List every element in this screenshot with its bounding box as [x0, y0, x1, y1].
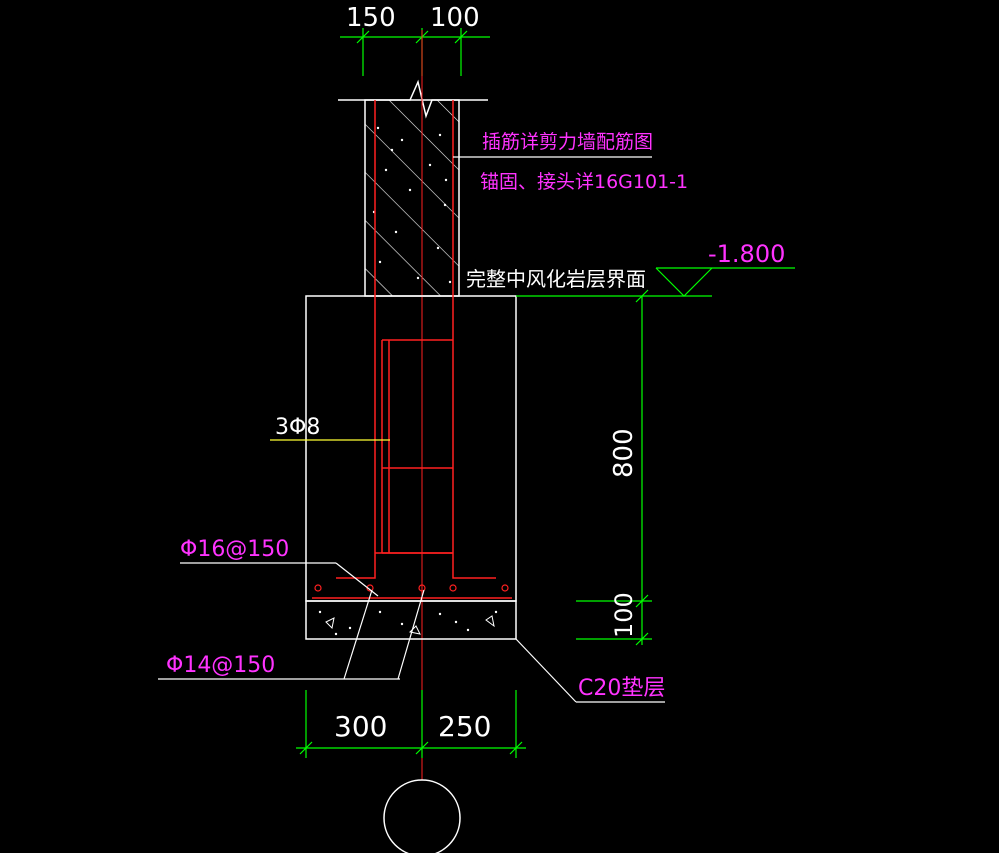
anchor-note: 锚固、接头详16G101-1	[480, 171, 688, 193]
top-bar-label: Φ16@150	[180, 537, 289, 562]
cushion-layer	[305, 600, 517, 640]
elevation-mark	[516, 267, 795, 297]
dimension-wall-right: 100	[430, 3, 480, 33]
dowel-note: 插筋详剪力墙配筋图	[482, 131, 653, 153]
dimension-footing-height: 800	[609, 428, 639, 478]
bottom-bar-dots	[314, 584, 509, 592]
shear-wall	[364, 99, 460, 297]
top-bar-leader-tail	[335, 562, 379, 597]
dimension-wall-left: 150	[346, 3, 396, 33]
bottom-bar-leader	[158, 589, 425, 680]
cushion-label: C20垫层	[578, 676, 665, 701]
rock-interface-label: 完整中风化岩层界面	[466, 267, 646, 291]
right-dimension	[576, 289, 652, 646]
cushion-leader	[515, 638, 665, 703]
dimension-footing-right: 250	[438, 710, 491, 743]
axis-bubble	[383, 779, 461, 853]
rebar-cage	[312, 100, 512, 599]
top-dimension	[340, 28, 490, 76]
bottom-dimension	[296, 690, 526, 758]
footing-outline	[305, 295, 517, 602]
dimension-footing-left: 300	[334, 710, 387, 743]
bottom-bar-label: Φ14@150	[166, 653, 275, 678]
dimension-cushion-height: 100	[610, 592, 638, 638]
stirrup-label: 3Φ8	[275, 415, 320, 440]
elevation-value: -1.800	[708, 240, 785, 268]
